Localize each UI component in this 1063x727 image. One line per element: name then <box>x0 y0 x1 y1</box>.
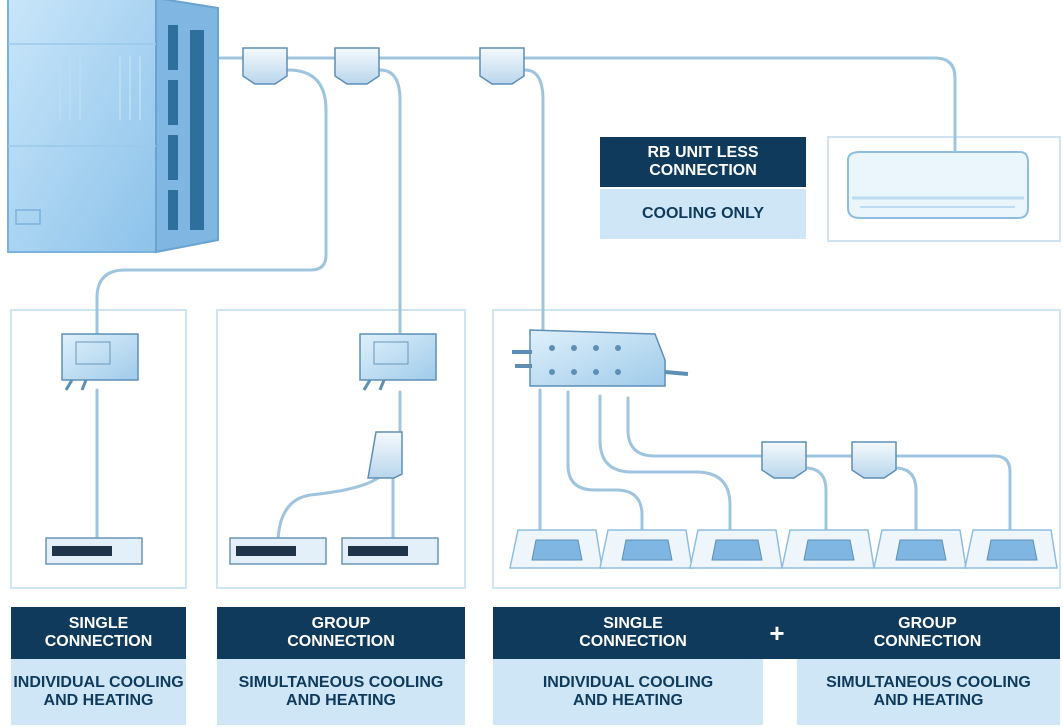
wall-mounted-unit-illustration <box>847 151 1029 219</box>
branch-joints-header <box>242 47 525 85</box>
panel-frame-combined <box>492 309 1061 589</box>
cassette-unit-6 <box>964 529 1058 569</box>
plus-sign: + <box>769 618 785 648</box>
pipe-main-header <box>213 56 957 152</box>
pipe-to-single-bc <box>95 68 328 336</box>
pipe-group-joint-to-duct-left <box>276 476 380 542</box>
combined-title-bar <box>493 607 1060 659</box>
cassette-unit-3 <box>689 529 783 569</box>
pipe-multi-to-group-joints <box>626 396 1012 532</box>
combined-joint-2 <box>851 441 897 479</box>
group-joint <box>367 431 403 479</box>
cassette-units <box>509 529 1058 569</box>
ducted-unit-1 <box>45 537 143 565</box>
panel-4-title: GROUP CONNECTION <box>873 615 982 650</box>
branch-joints-lower <box>367 431 897 479</box>
cassette-unit-2 <box>599 529 693 569</box>
combined-joint-1 <box>761 441 807 479</box>
branch-controller-multi <box>512 329 689 387</box>
refrigerant-pipes <box>95 56 1012 542</box>
cassette-unit-1 <box>509 529 603 569</box>
pipe-joint-to-cassette-4 <box>806 466 828 532</box>
cassette-unit-5 <box>873 529 967 569</box>
panel-2-subtitle: SIMULTANEOUS COOLING AND HEATING <box>217 659 465 725</box>
branch-joint-3 <box>479 47 525 85</box>
branch-controller-group <box>359 333 437 391</box>
pipe-multi-to-cassette-2 <box>566 390 644 532</box>
outdoor-unit-illustration <box>7 0 219 254</box>
ducted-units <box>45 537 439 565</box>
panel-4-subtitle: SIMULTANEOUS COOLING AND HEATING <box>797 659 1060 725</box>
cassette-unit-4 <box>781 529 875 569</box>
pipe-multi-to-cassette-3 <box>598 394 732 532</box>
panel-frame-group <box>216 309 466 589</box>
rb-box-subtitle: COOLING ONLY <box>600 189 806 239</box>
pipe-to-multi-bc <box>523 68 545 332</box>
branch-controller-single <box>61 333 139 391</box>
panel-2-title: GROUP CONNECTION <box>217 607 465 659</box>
panel-frame-wall-unit <box>827 136 1061 242</box>
ducted-unit-3 <box>341 537 439 565</box>
pipe-to-group-bc <box>378 68 402 334</box>
ducted-unit-2 <box>229 537 327 565</box>
panel-1-title: SINGLE CONNECTION <box>11 607 186 659</box>
pipe-joint-to-cassette-5 <box>896 466 918 532</box>
panel-1-subtitle: INDIVIDUAL COOLING AND HEATING <box>11 659 186 725</box>
panel-3-subtitle: INDIVIDUAL COOLING AND HEATING <box>493 659 763 725</box>
rb-box-title: RB UNIT LESS CONNECTION <box>600 137 806 187</box>
branch-joint-1 <box>242 47 288 85</box>
branch-joint-2 <box>334 47 380 85</box>
panel-3-title: SINGLE CONNECTION <box>579 615 687 650</box>
